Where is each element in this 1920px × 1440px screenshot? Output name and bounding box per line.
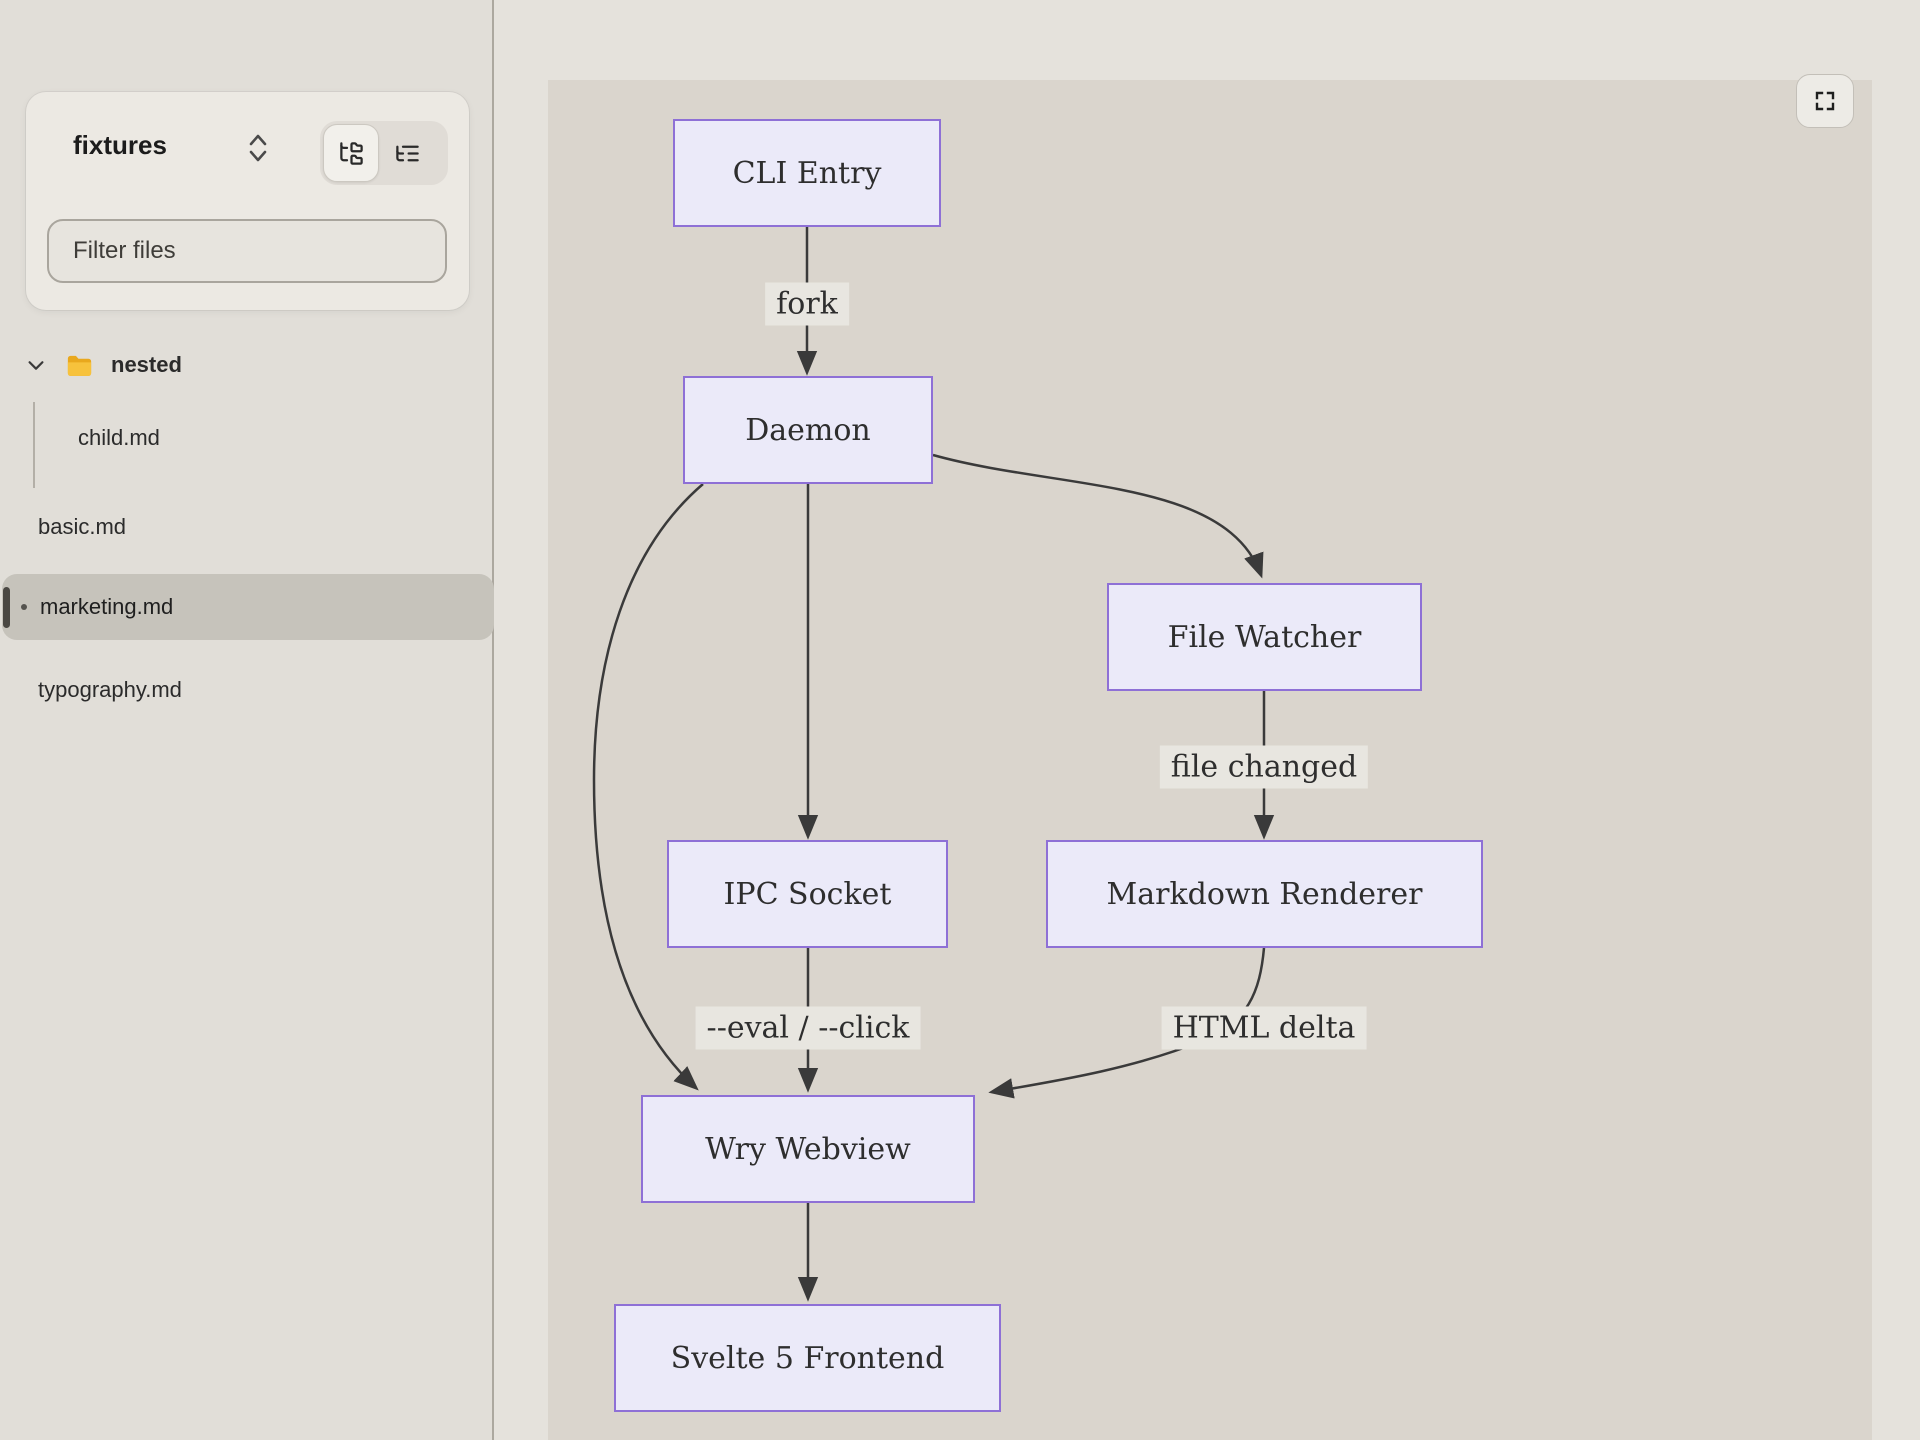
node-daemon: Daemon — [683, 376, 933, 484]
node-label: IPC Socket — [723, 876, 892, 912]
chevron-down-icon[interactable] — [25, 354, 47, 376]
node-svelte-frontend: Svelte 5 Frontend — [614, 1304, 1001, 1412]
node-label: Svelte 5 Frontend — [670, 1340, 945, 1376]
filter-files-input[interactable] — [47, 219, 447, 283]
folder-name: nested — [111, 352, 182, 377]
folder-icon — [67, 355, 92, 376]
folder-tree-icon — [339, 141, 363, 165]
main-area: CLI Entry Daemon File Watcher IPC Socket… — [496, 0, 1920, 1440]
edge-daemon-watcher — [932, 453, 1264, 579]
node-label: CLI Entry — [732, 155, 882, 191]
node-label: Daemon — [745, 412, 871, 448]
node-file-watcher: File Watcher — [1107, 583, 1422, 691]
node-label: Wry Webview — [705, 1131, 911, 1167]
workspace-switcher-button[interactable] — [241, 128, 275, 168]
edge-label-eval-click: --eval / --click — [695, 1006, 921, 1050]
folder-row-nested[interactable]: nested — [0, 338, 494, 392]
modified-dot-icon — [21, 604, 27, 610]
node-markdown-renderer: Markdown Renderer — [1046, 840, 1483, 948]
file-name: child.md — [78, 425, 160, 450]
edge-label-file-changed: file changed — [1159, 745, 1369, 789]
file-row-basic[interactable]: basic.md — [0, 500, 494, 554]
sidebar: fixtures — [0, 0, 494, 1440]
workspace-name: fixtures — [73, 130, 167, 160]
file-name: marketing.md — [40, 594, 174, 619]
active-file-indicator — [3, 587, 10, 628]
file-row-marketing[interactable]: marketing.md — [2, 574, 494, 640]
workspace-card: fixtures — [26, 92, 469, 310]
chevrons-up-down-icon — [249, 134, 267, 162]
list-tree-icon — [395, 145, 419, 161]
fullscreen-button[interactable] — [1796, 74, 1854, 128]
view-toggle-group — [320, 121, 448, 185]
file-name: basic.md — [38, 514, 127, 539]
tree-indent-guide — [33, 402, 35, 488]
node-ipc-socket: IPC Socket — [667, 840, 948, 948]
list-view-button[interactable] — [379, 124, 435, 182]
node-cli-entry: CLI Entry — [673, 119, 941, 227]
node-label: Markdown Renderer — [1106, 876, 1423, 912]
node-label: File Watcher — [1167, 619, 1362, 655]
file-name: typography.md — [38, 677, 182, 702]
maximize-icon — [1815, 91, 1835, 111]
edge-label-fork: fork — [765, 282, 849, 326]
file-row-typography[interactable]: typography.md — [0, 663, 494, 717]
file-row-child[interactable]: child.md — [0, 411, 494, 465]
tree-view-button[interactable] — [323, 124, 379, 182]
edge-daemon-webview — [592, 483, 704, 1091]
edge-label-html-delta: HTML delta — [1161, 1006, 1367, 1050]
node-wry-webview: Wry Webview — [641, 1095, 975, 1203]
diagram-canvas[interactable]: CLI Entry Daemon File Watcher IPC Socket… — [548, 80, 1872, 1440]
